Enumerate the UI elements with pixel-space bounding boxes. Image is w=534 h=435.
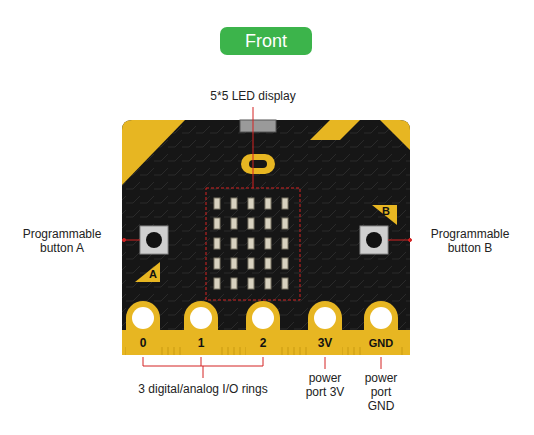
led [214,218,220,229]
led [214,258,220,269]
led [231,238,237,249]
led [248,238,254,249]
button-b [360,226,388,254]
pin-number: 2 [251,336,275,350]
pad [184,301,218,355]
led [265,218,271,229]
heading-text: Front [244,31,288,52]
gold-oval [241,154,275,174]
finger [354,347,355,355]
finger [348,347,349,355]
finger [174,347,175,355]
pin-label: power port GND [358,371,404,413]
led [248,258,254,269]
led [265,238,271,249]
led [214,198,220,209]
marker-a [135,262,160,282]
led [231,198,237,209]
finger [234,347,235,355]
finger [162,347,163,355]
led [248,198,254,209]
finger [240,347,241,355]
ring-hole [370,307,392,329]
pin-label: power port 3V [302,371,348,399]
finger [360,347,361,355]
finger [222,347,223,355]
gold-patch [310,120,360,140]
ring-hole [314,307,336,329]
led [214,238,220,249]
part-label: Programmable button B [415,227,525,255]
button-mark: A [145,267,161,281]
led [214,278,220,289]
led [282,258,288,269]
gold-corner [122,120,185,185]
pad [246,301,280,355]
pin-name: GND [364,336,398,350]
led [282,278,288,289]
led [265,198,271,209]
finger [282,347,283,355]
led [248,278,254,289]
button-b-cap [366,232,382,248]
button-a [140,226,168,254]
board [122,120,410,355]
heading-pill: Front [220,27,312,55]
io-rings [126,301,398,355]
pad [308,301,342,355]
part-label: Programmable button A [7,227,117,255]
part-label: 5*5 LED display [193,89,313,103]
led [282,218,288,229]
led [265,258,271,269]
ring-hole [252,307,274,329]
led-grid [214,198,288,289]
finger [294,347,295,355]
ring-hole [132,307,154,329]
marker-b [372,205,397,225]
finger [300,347,301,355]
led [265,278,271,289]
led-highlight [206,188,300,300]
board-traces [122,120,410,355]
led [282,238,288,249]
usb-connector [240,120,276,132]
gold-patch [380,120,410,150]
leader-lines [123,107,412,378]
finger [228,347,229,355]
led [231,278,237,289]
pin-number: 1 [189,336,213,350]
button-mark: B [378,204,394,218]
led [248,218,254,229]
pad [126,301,160,355]
led [231,258,237,269]
finger [306,347,307,355]
finger [402,347,403,355]
button-a-cap [146,232,162,248]
finger [288,347,289,355]
oval-hole [249,160,267,168]
led [282,198,288,209]
led [231,218,237,229]
pin-number: 0 [131,336,155,350]
finger [168,347,169,355]
pad [364,301,398,355]
ring-hole [190,307,212,329]
group-label: 3 digital/analog I/O rings [138,382,268,396]
pin-name: 3V [310,336,340,350]
finger [180,347,181,355]
